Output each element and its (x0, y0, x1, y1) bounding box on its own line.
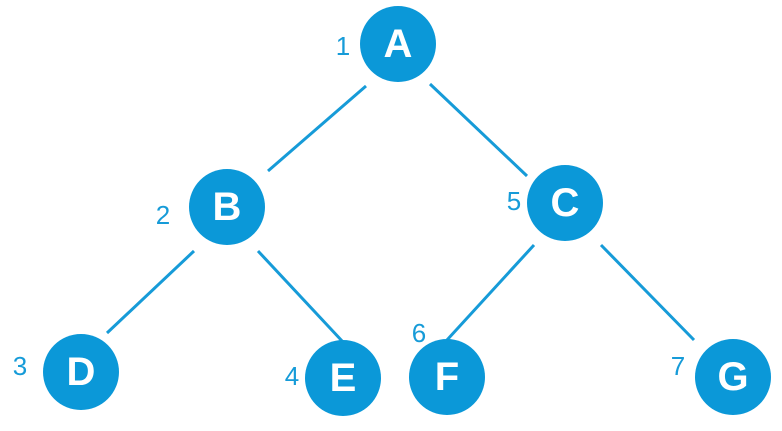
node-circle-c (527, 165, 603, 241)
traversal-order-labels: 1 2 5 3 4 6 7 (13, 31, 685, 391)
tree-node-a: A (360, 6, 436, 82)
tree-edges (105, 82, 696, 344)
node-circle-f (409, 339, 485, 415)
tree-node-b: B (189, 169, 265, 245)
node-circle-d (43, 334, 119, 410)
edge-a-b (267, 84, 367, 173)
node-circle-e (305, 340, 381, 416)
order-label-a: 1 (336, 31, 350, 61)
edge-c-f (445, 243, 536, 342)
node-label-g: G (717, 355, 748, 399)
node-label-f: F (435, 355, 459, 399)
order-label-b: 2 (156, 200, 170, 230)
order-label-g: 7 (671, 351, 685, 381)
node-label-c: C (551, 181, 580, 225)
node-circle-a (360, 6, 436, 82)
edge-a-c (428, 82, 529, 178)
node-label-a: A (384, 22, 413, 66)
tree-node-c: C (527, 165, 603, 241)
node-label-d: D (67, 350, 96, 394)
edge-b-d (105, 249, 196, 335)
tree-node-f: F (409, 339, 485, 415)
node-label-e: E (330, 356, 357, 400)
edge-c-g (599, 243, 696, 342)
tree-node-g: G (695, 339, 771, 415)
tree-nodes: A B C D E F G (43, 6, 771, 416)
node-circle-g (695, 339, 771, 415)
tree-node-e: E (305, 340, 381, 416)
node-circle-b (189, 169, 265, 245)
order-label-f: 6 (412, 318, 426, 348)
order-label-e: 4 (285, 361, 299, 391)
order-label-c: 5 (507, 186, 521, 216)
order-label-d: 3 (13, 351, 27, 381)
node-label-b: B (213, 185, 242, 229)
edge-b-e (256, 249, 345, 344)
tree-node-d: D (43, 334, 119, 410)
